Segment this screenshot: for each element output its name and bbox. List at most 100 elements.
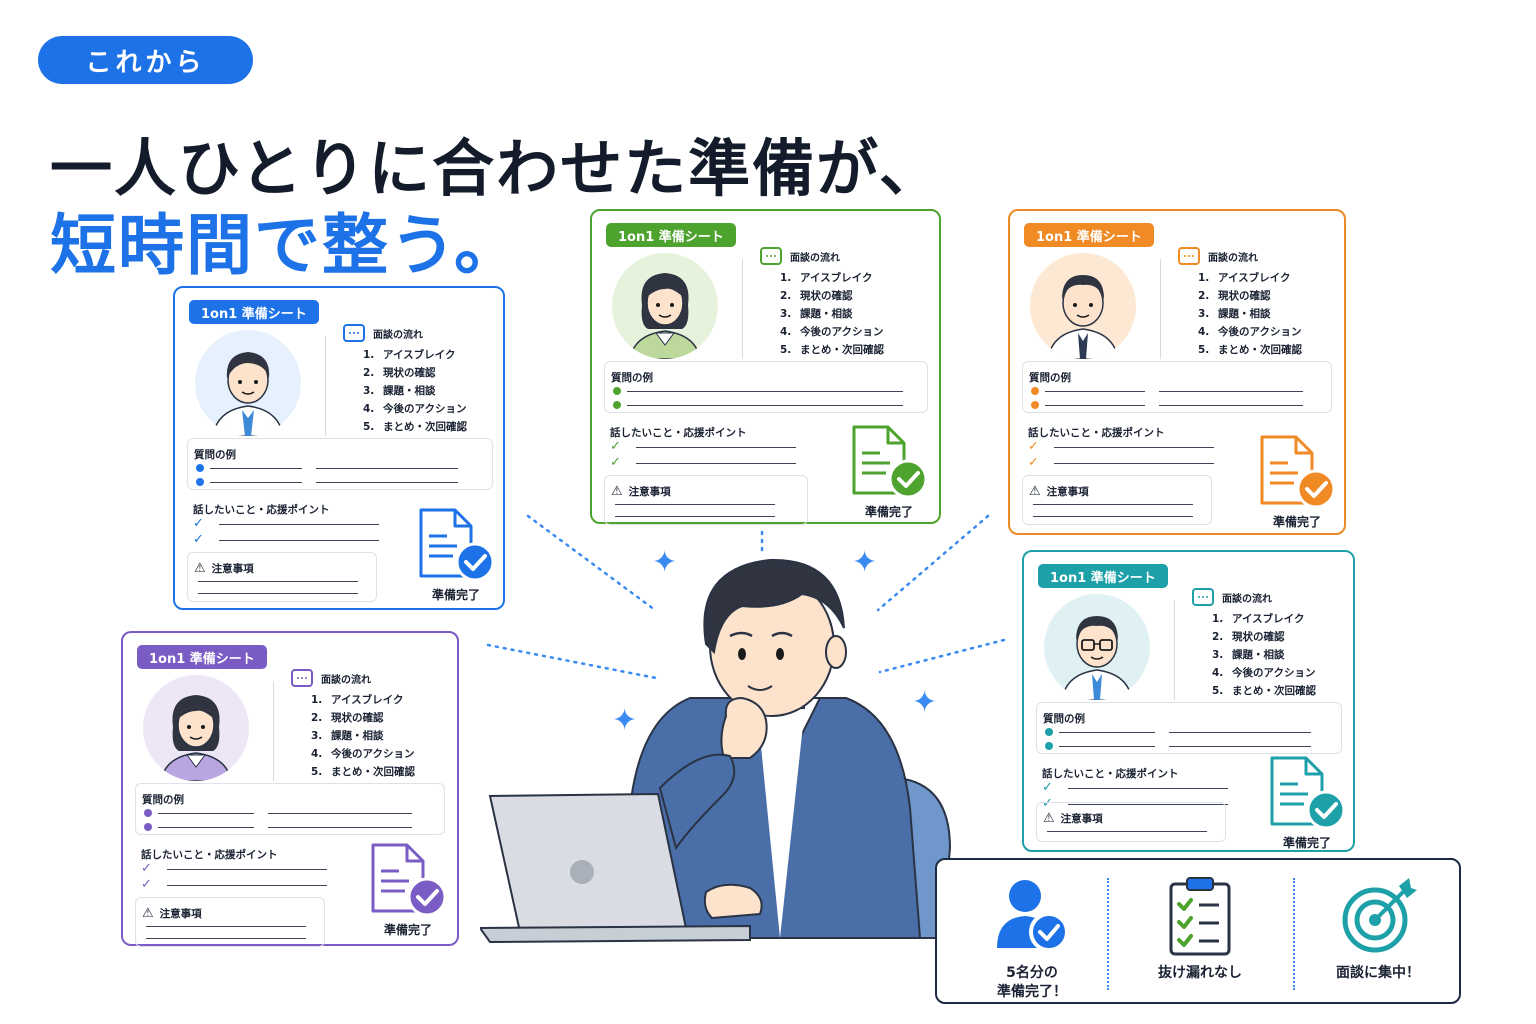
done-label: 準備完了 [864, 505, 913, 519]
prep-complete-status: 準備完了 [1258, 435, 1338, 530]
questions-title: 質問の例 [142, 794, 184, 806]
sheet-title: 1on1 準備シート [606, 223, 736, 247]
caution-box: ⚠ 注意事項 [135, 897, 325, 947]
flow-item: 5.まとめ・次回確認 [1198, 344, 1302, 356]
sheet-title: 1on1 準備シート [137, 645, 267, 669]
flow-item: 1.アイスブレイク [363, 349, 456, 361]
chat-icon [1192, 588, 1214, 606]
chat-icon [1178, 247, 1200, 265]
caution-box: ⚠ 注意事項 [1036, 802, 1226, 842]
flow-item: 3.課題・相談 [363, 385, 436, 397]
divider [1293, 878, 1295, 990]
target-icon [1342, 878, 1417, 953]
questions-title: 質問の例 [194, 449, 236, 461]
flow-item: 3.課題・相談 [1212, 649, 1285, 661]
flow-item: 4.今後のアクション [311, 748, 415, 760]
talk-points-title: 話したいこと・応援ポイント [610, 427, 747, 439]
prep-sheet-orange[interactable]: 1on1 準備シート 面談の流れ 1.アイスブレイク 2.現状の確認 3.課題・… [1008, 209, 1346, 535]
headline-line-2: 短時間で整う。 [50, 207, 523, 284]
check-icon: ✓ [193, 516, 204, 531]
flow-item: 1.アイスブレイク [311, 694, 404, 706]
prep-complete-status: 準備完了 [369, 843, 449, 938]
section-tag: これから [38, 36, 253, 84]
avatar-woman-green [612, 253, 718, 359]
benefits-panel: 5名分の 準備完了！ 抜け漏れなし 面談に集中！ [935, 858, 1461, 1004]
check-icon: ✓ [610, 439, 621, 454]
questions-title: 質問の例 [611, 372, 653, 384]
benefit-label: 準備完了！ [997, 984, 1067, 1000]
caution-box: ⚠ 注意事項 [187, 552, 377, 602]
prep-sheet-green[interactable]: 1on1 準備シート 面談の流れ 1.アイスブレイク 2.現状の確認 3.課題・… [590, 209, 941, 525]
prep-sheet-blue[interactable]: 1on1 準備シート 面談の流れ 1.アイスブレイク 2.現状の確認 3.課題・… [173, 286, 505, 610]
check-icon: ✓ [1028, 439, 1039, 454]
flow-item: 1.アイスブレイク [1198, 272, 1291, 284]
flow-title: 面談の流れ [373, 329, 423, 341]
flow-item: 1.アイスブレイク [1212, 613, 1305, 625]
benefit-label: 5名分の [1006, 965, 1058, 981]
divider [325, 336, 326, 436]
flow-item: 2.現状の確認 [780, 290, 853, 302]
caution-title: 注意事項 [211, 563, 254, 575]
caution-title: 注意事項 [1046, 486, 1089, 498]
caution-title: 注意事項 [628, 486, 671, 498]
warning-icon: ⚠ [1043, 811, 1055, 826]
chat-icon [343, 324, 365, 342]
flow-title: 面談の流れ [790, 252, 840, 264]
document-check-icon [1270, 756, 1346, 830]
sparkle-icon: ✦ [852, 545, 878, 580]
check-icon: ✓ [193, 532, 204, 547]
talk-points-title: 話したいこと・応援ポイント [1028, 427, 1165, 439]
sparkle-icon: ✦ [912, 685, 938, 720]
talk-points-title: 話したいこと・応援ポイント [1042, 768, 1179, 780]
prep-sheet-purple[interactable]: 1on1 準備シート 面談の流れ 1.アイスブレイク 2.現状の確認 3.課題・… [121, 631, 459, 947]
talk-points-title: 話したいこと・応援ポイント [193, 504, 330, 516]
caution-title: 注意事項 [159, 908, 202, 920]
questions-title: 質問の例 [1029, 372, 1071, 384]
questions-box: 質問の例 [187, 438, 493, 490]
warning-icon: ⚠ [1029, 484, 1041, 499]
check-icon: ✓ [610, 455, 621, 470]
flow-item: 3.課題・相談 [1198, 308, 1271, 320]
done-label: 準備完了 [1282, 836, 1331, 850]
questions-box: 質問の例 [135, 783, 445, 835]
flow-item: 2.現状の確認 [1198, 290, 1271, 302]
flow-title: 面談の流れ [321, 674, 371, 686]
caution-title: 注意事項 [1060, 813, 1103, 825]
benefit-no-omissions: 抜け漏れなし [1115, 874, 1285, 983]
flow-title: 面談の流れ [1208, 252, 1258, 264]
caution-box: ⚠注意事項 [604, 475, 808, 525]
prep-complete-status: 準備完了 [1268, 756, 1348, 851]
sparkle-icon: ✦ [612, 703, 638, 738]
check-icon: ✓ [1042, 796, 1053, 811]
done-label: 準備完了 [431, 588, 480, 602]
questions-box: 質問の例 [604, 361, 928, 413]
questions-box: 質問の例 [1036, 702, 1342, 754]
chat-icon [760, 247, 782, 265]
warning-icon: ⚠ [142, 906, 154, 921]
chat-icon [291, 669, 313, 687]
flow-item: 5.まとめ・次回確認 [311, 766, 415, 778]
caution-box: ⚠ 注意事項 [1022, 475, 1212, 525]
flow-item: 1.アイスブレイク [780, 272, 873, 284]
divider [1160, 259, 1161, 359]
avatar-man-blue-tie [195, 330, 301, 436]
check-icon: ✓ [141, 861, 152, 876]
flow-item: 5.まとめ・次回確認 [363, 421, 467, 433]
person-with-laptop-illustration [480, 548, 960, 948]
flow-item: 2.現状の確認 [363, 367, 436, 379]
avatar-man-glasses [1044, 594, 1150, 700]
avatar-woman-purple [143, 675, 249, 781]
warning-icon: ⚠ [194, 561, 206, 576]
flow-item: 4.今後のアクション [1212, 667, 1316, 679]
document-check-icon [1260, 435, 1336, 509]
prep-sheet-teal[interactable]: 1on1 準備シート 面談の流れ 1.アイスブレイク 2.現状の確認 3.課題・… [1022, 550, 1355, 852]
document-check-icon [852, 425, 928, 499]
talk-points-title: 話したいこと・応援ポイント [141, 849, 278, 861]
check-icon: ✓ [1028, 455, 1039, 470]
questions-box: 質問の例 [1022, 361, 1332, 413]
divider [273, 681, 274, 781]
flow-item: 5.まとめ・次回確認 [1212, 685, 1316, 697]
flow-item: 4.今後のアクション [363, 403, 467, 415]
sheet-title: 1on1 準備シート [189, 300, 319, 324]
sparkle-icon: ✦ [652, 545, 678, 580]
